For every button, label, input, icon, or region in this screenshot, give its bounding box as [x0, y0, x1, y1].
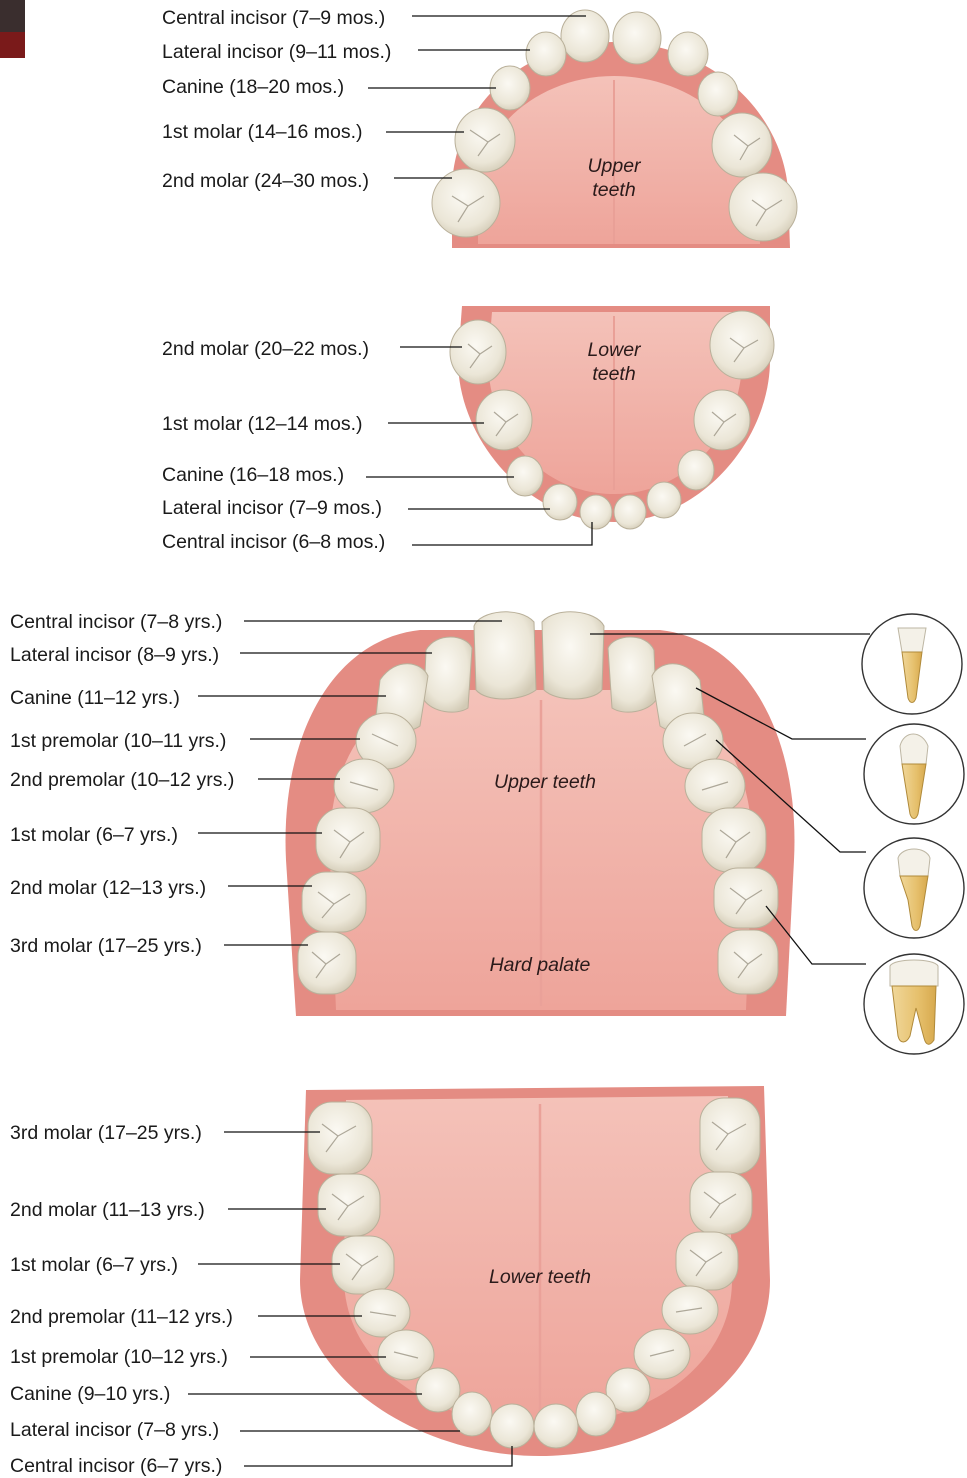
label-pl-1st-molar: 1st molar (6–7 yrs.): [10, 1254, 178, 1276]
label-pl-3rd-molar: 3rd molar (17–25 yrs.): [10, 1122, 202, 1144]
label-dl-central-incisor: Central incisor (6–8 mos.): [162, 531, 385, 553]
label-pl-2nd-molar: 2nd molar (11–13 yrs.): [10, 1199, 205, 1221]
deciduous-lower-caption-line1: Lower: [587, 339, 642, 361]
deciduous-upper-arch: Upper teeth: [432, 10, 797, 248]
label-pu-central-incisor: Central incisor (7–8 yrs.): [10, 611, 222, 633]
premolar-tooth-icon: [864, 838, 964, 938]
hard-palate-label: Hard palate: [490, 954, 591, 976]
label-pl-1st-premolar: 1st premolar (10–12 yrs.): [10, 1346, 228, 1368]
label-du-canine: Canine (18–20 mos.): [162, 76, 344, 98]
label-pl-lateral-incisor: Lateral incisor (7–8 yrs.): [10, 1419, 219, 1441]
label-pl-2nd-premolar: 2nd premolar (11–12 yrs.): [10, 1306, 233, 1328]
deciduous-lower-caption-line2: teeth: [592, 363, 635, 385]
permanent-upper-caption: Upper teeth: [494, 771, 596, 793]
label-dl-2nd-molar: 2nd molar (20–22 mos.): [162, 338, 369, 360]
label-pu-2nd-premolar: 2nd premolar (10–12 yrs.): [10, 769, 234, 791]
deciduous-upper-caption-line2: teeth: [592, 179, 635, 201]
deciduous-upper-caption-line1: Upper: [587, 155, 642, 177]
label-pu-2nd-molar: 2nd molar (12–13 yrs.): [10, 877, 206, 899]
label-dl-lateral-incisor: Lateral incisor (7–9 mos.): [162, 497, 382, 519]
label-pu-1st-molar: 1st molar (6–7 yrs.): [10, 824, 178, 846]
label-du-2nd-molar: 2nd molar (24–30 mos.): [162, 170, 369, 192]
permanent-lower-caption: Lower teeth: [489, 1266, 591, 1288]
label-dl-1st-molar: 1st molar (12–14 mos.): [162, 413, 363, 435]
label-pu-1st-premolar: 1st premolar (10–11 yrs.): [10, 730, 226, 752]
label-pu-canine: Canine (11–12 yrs.): [10, 687, 180, 709]
label-pl-canine: Canine (9–10 yrs.): [10, 1383, 170, 1405]
permanent-upper-arch: Upper teeth Hard palate: [286, 612, 795, 1016]
canine-tooth-icon: [864, 724, 964, 824]
incisor-tooth-icon: [862, 614, 962, 714]
permanent-lower-arch: Lower teeth: [300, 1086, 770, 1456]
label-pu-3rd-molar: 3rd molar (17–25 yrs.): [10, 935, 202, 957]
molar-tooth-icon: [864, 954, 964, 1054]
deciduous-lower-arch: Lower teeth: [450, 306, 774, 529]
label-du-lateral-incisor: Lateral incisor (9–11 mos.): [162, 41, 391, 63]
label-pl-central-incisor: Central incisor (6–7 yrs.): [10, 1455, 222, 1477]
label-du-central-incisor: Central incisor (7–9 mos.): [162, 7, 385, 29]
label-pu-lateral-incisor: Lateral incisor (8–9 yrs.): [10, 644, 219, 666]
label-du-1st-molar: 1st molar (14–16 mos.): [162, 121, 363, 143]
label-dl-canine: Canine (16–18 mos.): [162, 464, 344, 486]
